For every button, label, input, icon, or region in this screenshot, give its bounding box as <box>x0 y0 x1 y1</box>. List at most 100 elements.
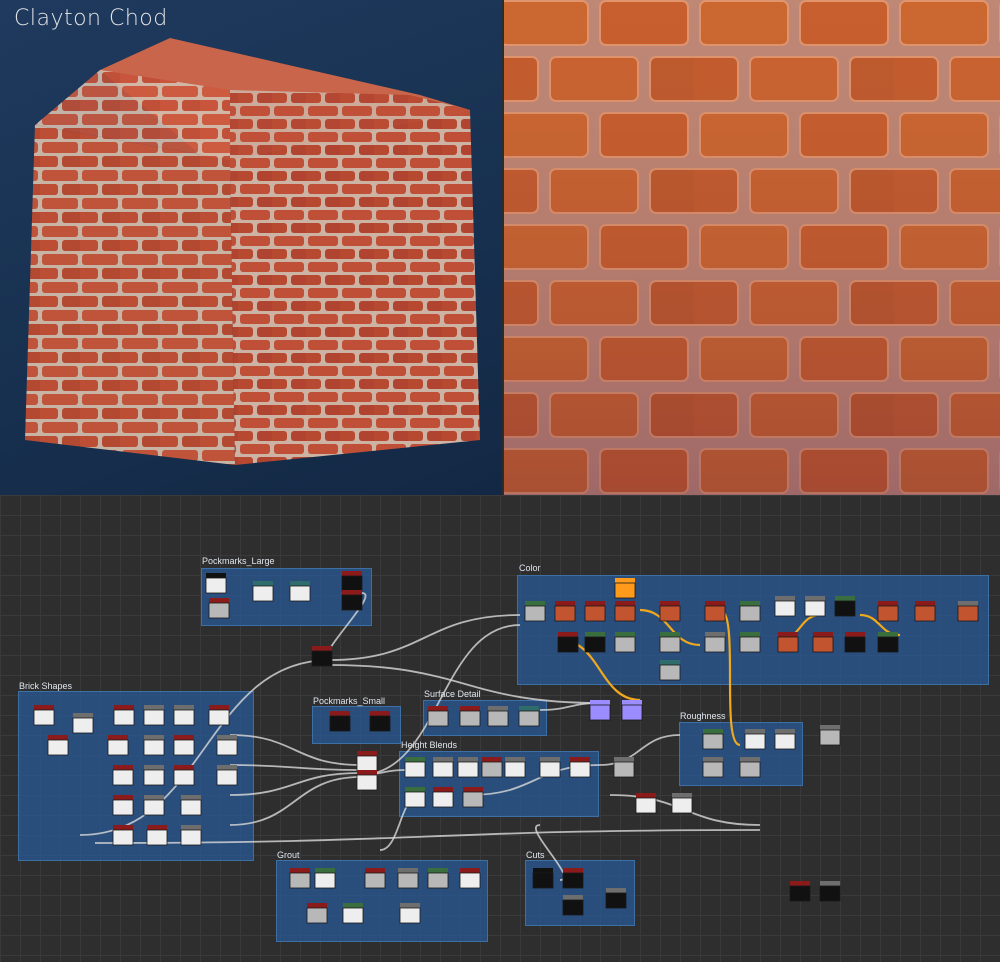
graph-node[interactable] <box>481 757 503 778</box>
graph-node[interactable] <box>518 706 540 727</box>
graph-node[interactable] <box>739 601 761 622</box>
graph-node[interactable] <box>659 601 681 622</box>
connection-wire[interactable] <box>599 734 681 766</box>
graph-node[interactable] <box>112 825 134 846</box>
graph-node[interactable] <box>356 751 378 772</box>
graph-node[interactable] <box>789 881 811 902</box>
graph-node[interactable] <box>356 770 378 791</box>
connection-wire[interactable] <box>229 764 361 771</box>
graph-node[interactable] <box>311 646 333 667</box>
graph-node[interactable] <box>432 787 454 808</box>
graph-node[interactable] <box>584 632 606 653</box>
graph-node[interactable] <box>739 632 761 653</box>
graph-node[interactable] <box>112 765 134 786</box>
graph-node[interactable] <box>877 601 899 622</box>
graph-node[interactable] <box>457 757 479 778</box>
graph-node[interactable] <box>554 601 576 622</box>
graph-node[interactable] <box>173 765 195 786</box>
node-graph-canvas[interactable]: Pockmarks_Large Color Brick Shapes Pockm… <box>0 495 1000 962</box>
graph-node[interactable] <box>774 596 796 617</box>
graph-node[interactable] <box>739 757 761 778</box>
graph-node[interactable] <box>562 868 584 889</box>
graph-node[interactable] <box>216 765 238 786</box>
graph-node[interactable] <box>143 735 165 756</box>
graph-node[interactable] <box>404 787 426 808</box>
graph-node[interactable] <box>314 868 336 889</box>
frame-color[interactable] <box>517 575 989 685</box>
graph-node[interactable] <box>819 725 841 746</box>
graph-node[interactable] <box>208 598 230 619</box>
graph-node[interactable] <box>306 903 328 924</box>
graph-node[interactable] <box>342 903 364 924</box>
graph-node[interactable] <box>613 757 635 778</box>
graph-node[interactable] <box>539 757 561 778</box>
graph-node[interactable] <box>399 903 421 924</box>
graph-node[interactable] <box>208 705 230 726</box>
graph-node[interactable] <box>459 706 481 727</box>
graph-node[interactable] <box>812 632 834 653</box>
graph-node[interactable] <box>614 578 636 599</box>
graph-node[interactable] <box>216 735 238 756</box>
graph-node[interactable] <box>33 705 55 726</box>
graph-node[interactable] <box>532 868 554 889</box>
graph-node[interactable] <box>143 705 165 726</box>
graph-node[interactable] <box>777 632 799 653</box>
graph-node[interactable] <box>557 632 579 653</box>
graph-node[interactable] <box>289 868 311 889</box>
graph-node[interactable] <box>584 601 606 622</box>
connection-wire[interactable] <box>719 608 741 747</box>
graph-node[interactable] <box>146 825 168 846</box>
graph-node[interactable] <box>704 601 726 622</box>
connection-wire[interactable] <box>229 776 361 826</box>
graph-node[interactable] <box>635 793 657 814</box>
graph-node[interactable] <box>143 765 165 786</box>
graph-node[interactable] <box>589 700 611 721</box>
connection-wire[interactable] <box>229 772 361 796</box>
graph-node[interactable] <box>844 632 866 653</box>
graph-node[interactable] <box>404 757 426 778</box>
graph-node[interactable] <box>369 711 391 732</box>
graph-node[interactable] <box>113 705 135 726</box>
graph-node[interactable] <box>459 868 481 889</box>
graph-node[interactable] <box>173 735 195 756</box>
graph-node[interactable] <box>877 632 899 653</box>
graph-node[interactable] <box>47 735 69 756</box>
graph-node[interactable] <box>562 895 584 916</box>
graph-node[interactable] <box>427 868 449 889</box>
graph-node[interactable] <box>180 825 202 846</box>
graph-node[interactable] <box>957 601 979 622</box>
graph-node[interactable] <box>834 596 856 617</box>
graph-node[interactable] <box>621 700 643 721</box>
connection-wire[interactable] <box>94 829 761 844</box>
graph-node[interactable] <box>504 757 526 778</box>
2d-view[interactable] <box>504 0 1000 495</box>
graph-node[interactable] <box>569 757 591 778</box>
graph-node[interactable] <box>702 757 724 778</box>
graph-node[interactable] <box>173 705 195 726</box>
graph-node[interactable] <box>804 596 826 617</box>
graph-node[interactable] <box>397 868 419 889</box>
graph-node[interactable] <box>432 757 454 778</box>
graph-node[interactable] <box>659 660 681 681</box>
graph-node[interactable] <box>614 632 636 653</box>
graph-node[interactable] <box>427 706 449 727</box>
graph-node[interactable] <box>914 601 936 622</box>
graph-node[interactable] <box>671 793 693 814</box>
graph-node[interactable] <box>774 729 796 750</box>
graph-node[interactable] <box>107 735 129 756</box>
graph-node[interactable] <box>605 888 627 909</box>
connection-wire[interactable] <box>639 608 701 647</box>
3d-view[interactable]: Clayton Chod <box>0 0 502 495</box>
graph-node[interactable] <box>112 795 134 816</box>
connection-wire[interactable] <box>329 664 601 704</box>
graph-node[interactable] <box>744 729 766 750</box>
graph-node[interactable] <box>341 590 363 611</box>
connection-wire[interactable] <box>329 614 521 661</box>
graph-node[interactable] <box>659 632 681 653</box>
graph-node[interactable] <box>143 795 165 816</box>
graph-node[interactable] <box>289 581 311 602</box>
graph-node[interactable] <box>205 573 227 594</box>
graph-node[interactable] <box>819 881 841 902</box>
graph-node[interactable] <box>702 729 724 750</box>
graph-node[interactable] <box>72 713 94 734</box>
